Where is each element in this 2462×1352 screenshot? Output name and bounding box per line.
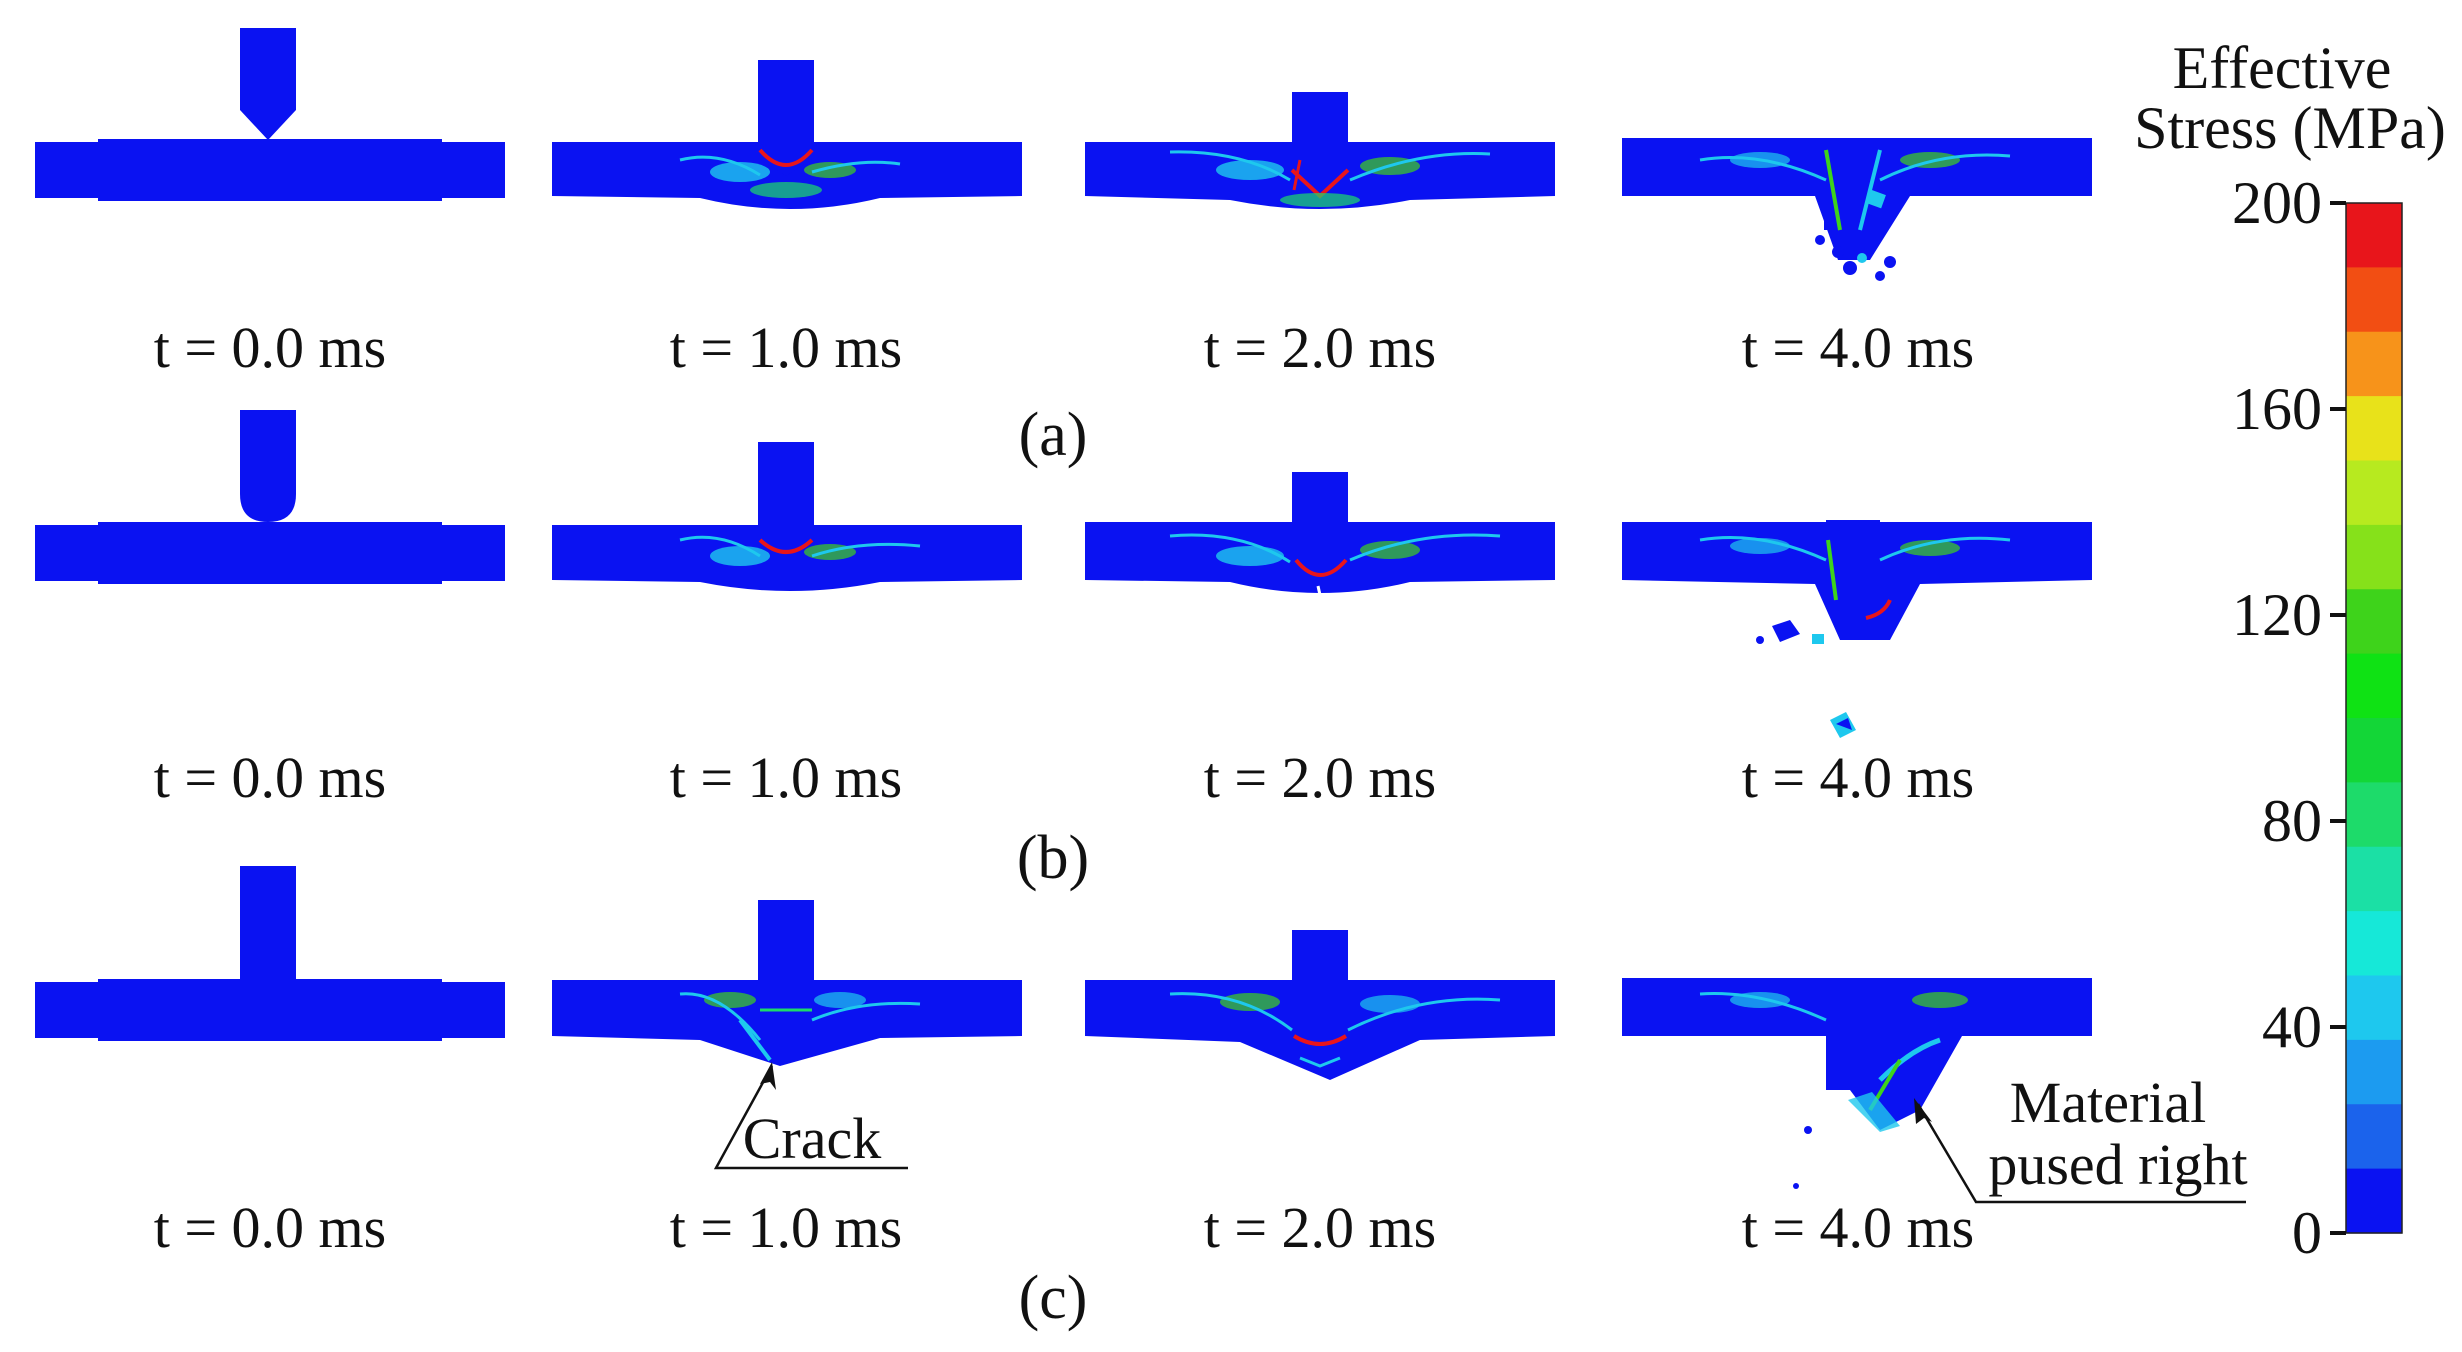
colorbar-band: [2346, 267, 2402, 333]
colorbar-tick-label: 80: [2262, 788, 2322, 854]
colorbar-band: [2346, 396, 2402, 462]
colorbar-tick-label: 160: [2232, 376, 2322, 442]
colorbar-band: [2346, 975, 2402, 1041]
time-label: t = 2.0 ms: [1204, 315, 1437, 380]
row-label-c: (c): [1019, 1264, 1088, 1332]
colorbar-band: [2346, 1168, 2402, 1234]
colorbar-band: [2346, 331, 2402, 397]
colorbar-band: [2346, 911, 2402, 977]
annotations: Crack Material pused right: [713, 1062, 2248, 1204]
row-b: [35, 410, 2092, 738]
material-label-line2: pused right: [1988, 1132, 2247, 1197]
colorbar-band: [2346, 589, 2402, 655]
specimen-c-t0: [35, 866, 505, 1041]
material-annotation: Material pused right: [1914, 1070, 2248, 1204]
colorbar-tick-label: 120: [2232, 582, 2322, 648]
colorbar-band: [2346, 718, 2402, 783]
time-label: t = 1.0 ms: [670, 1195, 903, 1260]
specimen-a-t0: [35, 28, 505, 201]
time-label: t = 0.0 ms: [154, 745, 387, 810]
colorbar-title-line2: Stress (MPa): [2134, 95, 2446, 161]
time-label: t = 4.0 ms: [1742, 1195, 1975, 1260]
time-label: t = 1.0 ms: [670, 315, 903, 380]
specimen-c-t4: [1622, 978, 2092, 1189]
specimen-c-t2: [1085, 930, 1555, 1080]
colorbar-band: [2346, 1104, 2402, 1170]
time-label: t = 1.0 ms: [670, 745, 903, 810]
specimen-b-t1: [552, 442, 1022, 591]
colorbar-frame: [2345, 202, 2403, 1234]
colorbar-tick-label: 200: [2232, 170, 2322, 236]
time-label: t = 2.0 ms: [1204, 745, 1437, 810]
row-a: [35, 28, 2092, 281]
crack-annotation: Crack: [713, 1062, 908, 1171]
colorbar-band: [2346, 203, 2402, 268]
specimen-a-t2: [1085, 92, 1555, 209]
row-labels: (a) (b) (c): [1017, 401, 1089, 1332]
specimen-b-t0: [35, 410, 505, 584]
arrow-head: [1914, 1098, 1932, 1124]
colorbar-band: [2346, 846, 2402, 912]
projectile-flat: [240, 866, 296, 980]
time-label: t = 4.0 ms: [1742, 315, 1975, 380]
colorbar-bands: [2346, 203, 2402, 1234]
time-labels: t = 0.0 ms t = 1.0 ms t = 2.0 ms t = 4.0…: [154, 315, 1975, 1260]
specimen-b-t4: [1622, 520, 2092, 738]
time-label: t = 4.0 ms: [1742, 745, 1975, 810]
colorbar-tick-label: 0: [2292, 1200, 2322, 1266]
colorbar: Effective Stress (MPa) 200 160 120 80 40 0: [2134, 35, 2446, 1266]
specimen-a-t1: [552, 60, 1022, 209]
specimen-c-t1: [552, 900, 1022, 1066]
colorbar-tick-label: 40: [2262, 994, 2322, 1060]
crack-label: Crack: [743, 1106, 882, 1171]
colorbar-band: [2346, 524, 2402, 590]
colorbar-band: [2346, 460, 2402, 526]
time-label: t = 0.0 ms: [154, 1195, 387, 1260]
colorbar-band: [2346, 1039, 2402, 1105]
arrow-head: [760, 1062, 776, 1090]
row-c: [35, 866, 2092, 1189]
time-label: t = 0.0 ms: [154, 315, 387, 380]
row-label-b: (b): [1017, 824, 1089, 892]
colorbar-band: [2346, 653, 2402, 719]
material-label-line1: Material: [2010, 1070, 2206, 1135]
row-label-a: (a): [1019, 401, 1088, 469]
colorbar-title-line1: Effective: [2173, 35, 2392, 101]
projectile-conical: [240, 28, 296, 140]
colorbar-band: [2346, 782, 2402, 848]
specimen-a-t4: [1622, 138, 2092, 281]
time-label: t = 2.0 ms: [1204, 1195, 1437, 1260]
specimen-b-t2: [1085, 472, 1555, 605]
colorbar-ticks: 200 160 120 80 40 0: [2232, 170, 2346, 1266]
projectile-hemispherical: [240, 410, 296, 522]
